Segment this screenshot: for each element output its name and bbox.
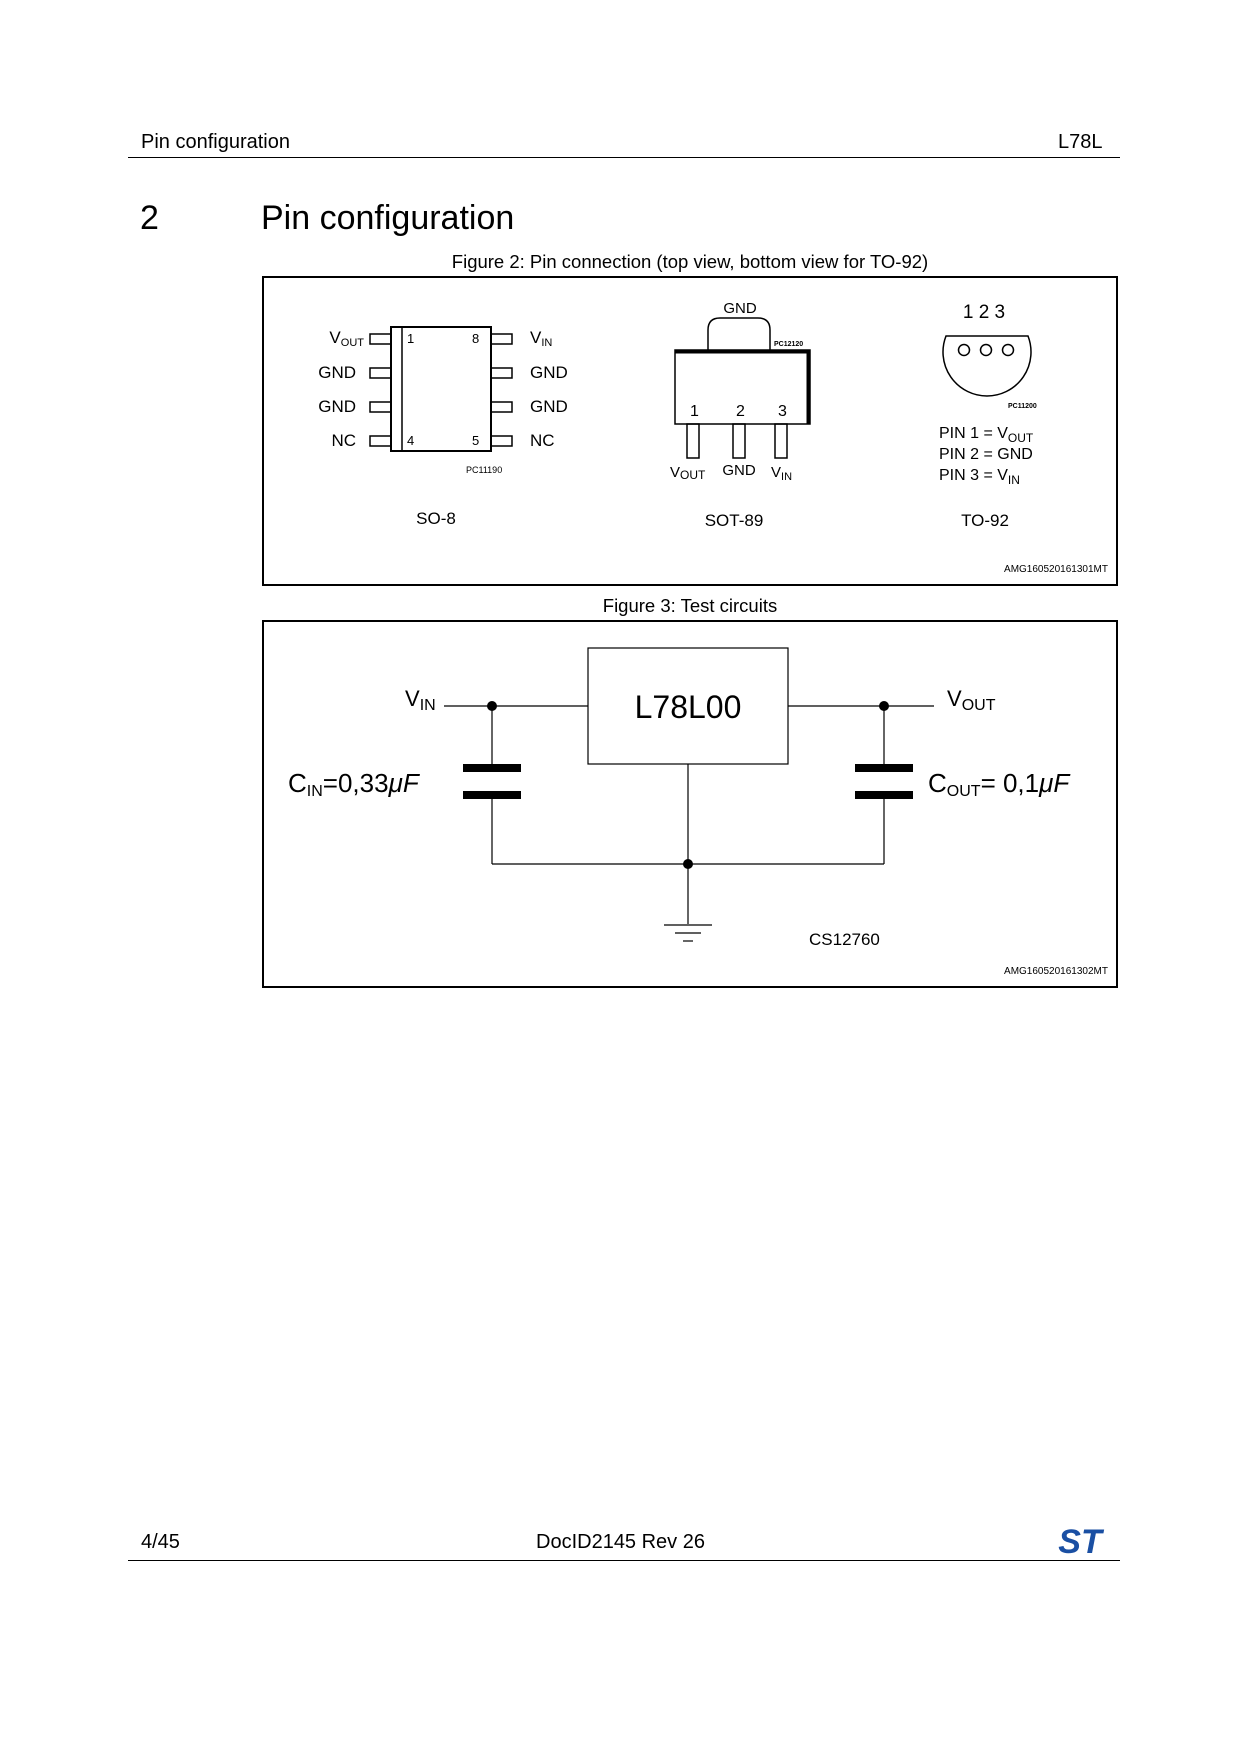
output-capacitor [855,764,913,799]
cout-label: COUT= 0,1μF [928,768,1071,800]
to92-legend-pin3: PIN 3 = VIN [939,467,1020,487]
figure2-caption: Figure 2: Pin connection (top view, bott… [451,251,929,272]
so8-pin5-number: 5 [472,433,479,448]
document-id: DocID2145 Rev 26 [536,1531,705,1553]
section-title: Pin configuration [261,199,515,237]
to92-pin-numbers: 1 2 3 [963,302,1005,323]
so8-left-pin-2: GND [318,363,356,382]
circuit-code: CS12760 [809,930,880,949]
figure3-caption: Figure 3: Test circuits [602,595,778,616]
sot89-pin3-number: 3 [778,403,787,420]
to92-legend-pin1: PIN 1 = VOUT [939,425,1034,445]
sot89-tab-label: GND [723,300,757,317]
sot89-package: GND PC12120 1 2 3 VOUT GND VIN SOT-89 [670,300,811,530]
vin-label: VIN [405,686,436,714]
so8-left-pin-4: NC [331,431,356,450]
so8-right-pin-2: GND [530,363,568,382]
so8-pin4-number: 4 [407,433,414,448]
sot89-pin2-number: 2 [736,403,745,420]
so8-right-pin-1: VIN [530,328,552,349]
section-number: 2 [140,199,159,237]
figure3-id: AMG160520161302MT [1004,966,1108,977]
header-rule [128,157,1120,158]
page-number: 4/45 [141,1531,180,1553]
cin-label: CIN=0,33μF [288,768,421,800]
to92-legend-pin2: PIN 2 = GND [939,446,1033,463]
footer-rule [128,1560,1120,1561]
sot89-code: PC12120 [774,341,803,348]
so8-pin8-number: 8 [472,331,479,346]
regulator-ic [587,647,789,765]
input-capacitor [463,764,521,799]
vout-label: VOUT [947,686,996,714]
to92-code: PC11200 [1008,403,1037,410]
sot89-pin2-name: GND [722,462,756,479]
so8-package: 1 8 4 5 VOUT GND GND NC VIN GND GND NC P… [318,326,568,528]
st-logo: ST [1052,1523,1108,1563]
sot89-label: SOT-89 [705,511,764,530]
running-header-right: L78L [1058,131,1103,153]
figure2-drawing: 1 8 4 5 VOUT GND GND NC VIN GND GND NC P… [318,300,1108,575]
so8-right-pin-4: NC [530,431,555,450]
to92-package: 1 2 3 PC11200 PIN 1 = VOUT PIN 2 = GND P… [939,302,1037,530]
so8-pin1-number: 1 [407,331,414,346]
so8-right-pin-3: GND [530,397,568,416]
sot89-pin1-name: VOUT [670,464,706,482]
to92-label: TO-92 [961,511,1009,530]
figure2-id: AMG160520161301MT [1004,564,1108,575]
figure3-test-circuit: L78L00 VIN VOUT CIN=0,33μF COUT= 0,1μF C… [262,620,1118,988]
svg-text:ST: ST [1058,1524,1105,1558]
figure2-pin-connection: 1 8 4 5 VOUT GND GND NC VIN GND GND NC P… [262,276,1118,586]
ground-symbol [664,924,712,942]
regulator-ic-label: L78L00 [635,689,742,725]
sot89-pin3-name: VIN [771,464,792,483]
so8-code: PC11190 [466,465,502,475]
so8-left-pin-1: VOUT [329,328,364,349]
running-header-left: Pin configuration [141,131,290,153]
figure3-drawing: L78L00 VIN VOUT CIN=0,33μF COUT= 0,1μF C… [288,647,1108,977]
sot89-pin1-number: 1 [690,403,699,420]
so8-label: SO-8 [416,509,456,528]
so8-left-pin-3: GND [318,397,356,416]
